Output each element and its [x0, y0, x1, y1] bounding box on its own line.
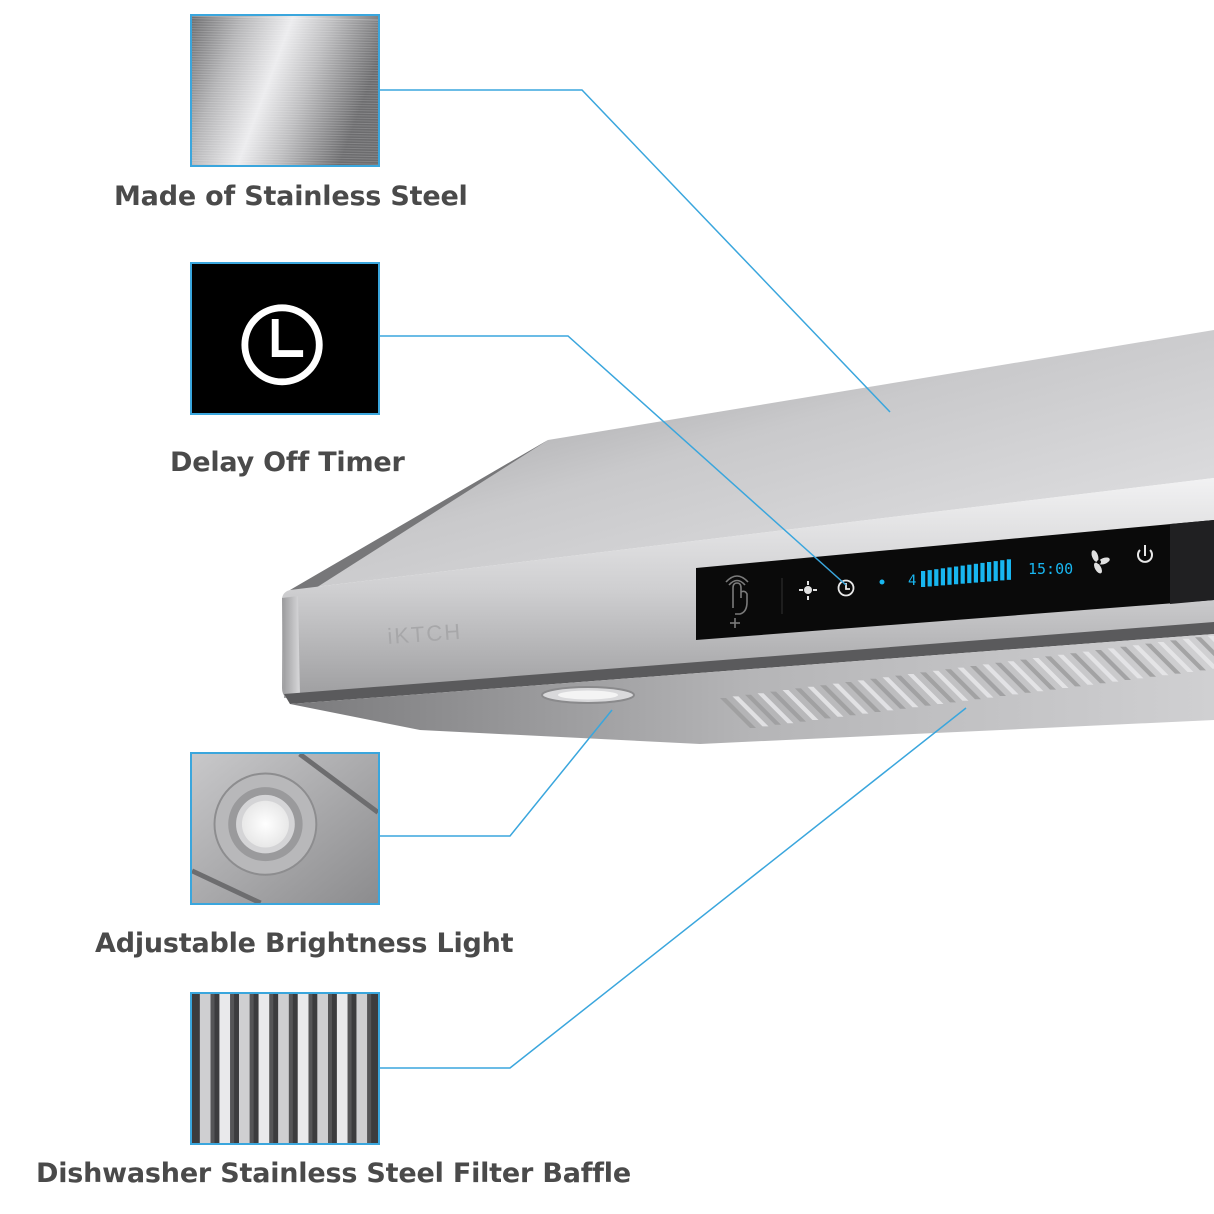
fan-speed-level: 4: [908, 573, 916, 589]
power-icon[interactable]: [1137, 545, 1153, 563]
speed-bar-segment: [980, 562, 985, 583]
clock-icon: [192, 264, 378, 413]
speed-bar-segment: [1006, 559, 1011, 580]
hood-underside: [290, 634, 1214, 744]
hood-front-lip: [284, 622, 1214, 704]
baffle-thumbnail: [190, 992, 380, 1145]
feature-label-light: Adjustable Brightness Light: [95, 928, 514, 959]
callout-lines: [379, 89, 967, 1069]
speed-bar-segment: [947, 567, 952, 585]
speed-bar-segment: [960, 565, 965, 584]
timer-thumbnail: [190, 262, 380, 415]
light-thumbnail: [190, 752, 380, 905]
speed-bar-segment: [987, 562, 992, 582]
hood-side-bevel: [282, 440, 548, 598]
feature-label-steel: Made of Stainless Steel: [114, 181, 468, 212]
speed-bar-segment: [993, 561, 998, 581]
speed-bar-segment: [1000, 560, 1005, 581]
feature-label-timer: Delay Off Timer: [170, 447, 405, 478]
speed-bar-segment: [954, 566, 959, 585]
baffle-vents: [720, 635, 1214, 728]
feature-label-baffle: Dishwasher Stainless Steel Filter Baffle: [36, 1158, 631, 1189]
brushed-steel-swatch: [192, 16, 378, 165]
light-icon[interactable]: [799, 581, 817, 600]
fan-speed-bar: [921, 559, 1011, 587]
brightness-icon[interactable]: [879, 579, 885, 585]
brand-wordmark: iKTCH: [387, 619, 463, 649]
timer-readout: 15:00: [1028, 560, 1073, 578]
baffle-filter-closeup: [192, 994, 378, 1143]
light-fixture-closeup: [192, 754, 378, 903]
speed-bar-segment: [973, 563, 978, 583]
gesture-sensor-icon[interactable]: [725, 575, 749, 628]
steel-swatch-thumbnail: [190, 14, 380, 167]
hood-end-cap: [282, 596, 300, 698]
speed-bar-segment: [967, 564, 972, 584]
speed-bar-segment: [940, 568, 945, 586]
speed-bar-segment: [927, 570, 932, 587]
hood-top-panel: [290, 330, 1214, 590]
fan-icon[interactable]: [1090, 549, 1111, 574]
speed-bar-segment: [934, 569, 939, 586]
speed-bar-segment: [921, 571, 926, 587]
